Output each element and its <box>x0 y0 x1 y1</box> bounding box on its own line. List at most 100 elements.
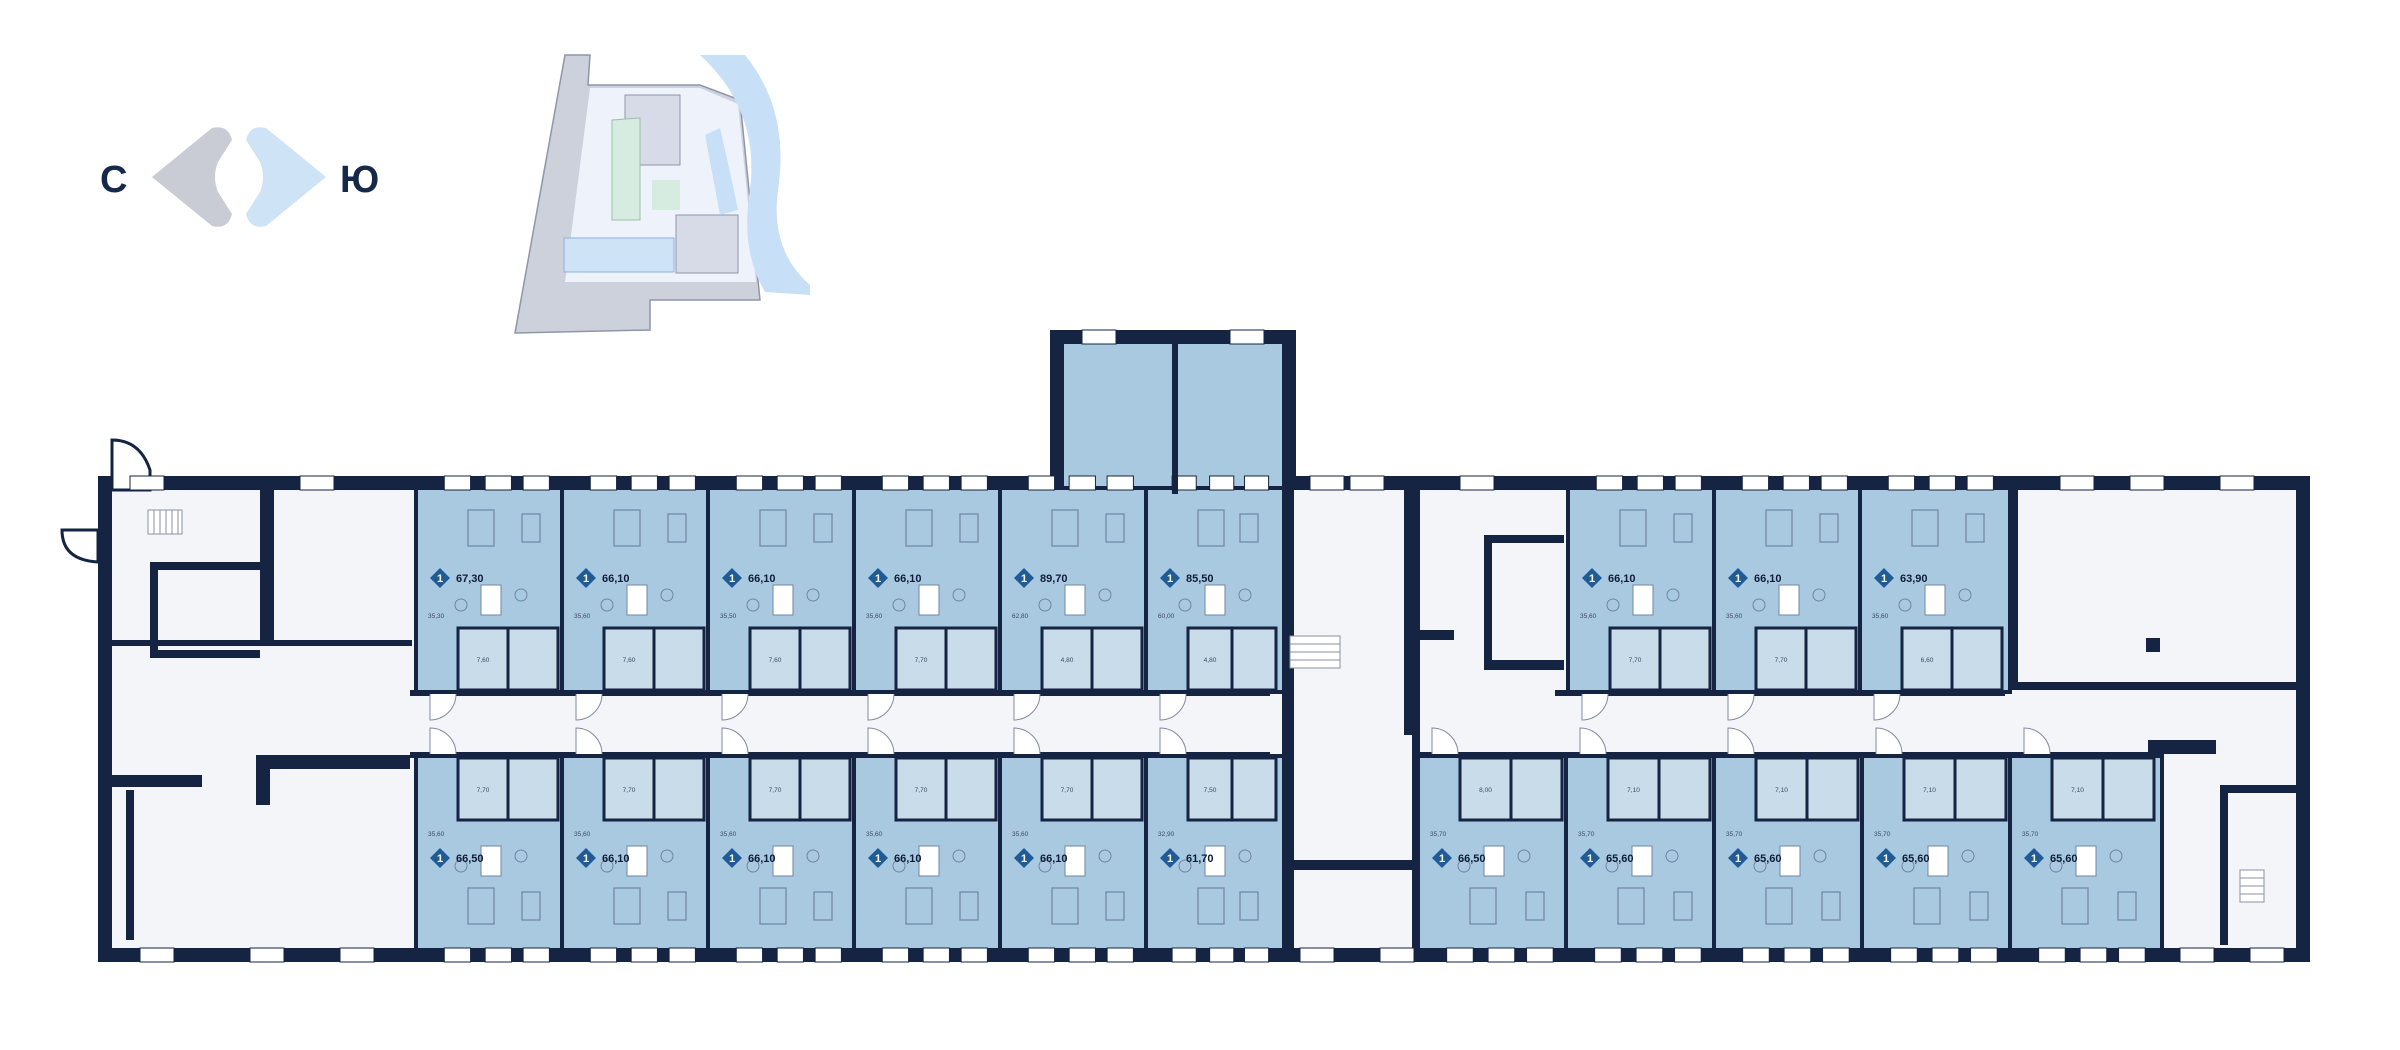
bathroom-area: 7,70 <box>915 787 928 794</box>
rooms-badge-icon <box>1160 848 1180 868</box>
site-pond <box>705 128 738 215</box>
window-icon <box>960 947 988 963</box>
chair-icon <box>892 598 906 612</box>
bed-icon <box>613 509 641 547</box>
window-icon <box>589 475 618 491</box>
rooms-count: 1 <box>1167 573 1173 585</box>
bed-icon <box>1051 509 1079 547</box>
orientation-compass: С Ю <box>100 127 379 227</box>
window-icon <box>881 947 910 963</box>
chair-icon <box>1666 588 1680 602</box>
rooms-count: 1 <box>1735 573 1741 585</box>
chair-icon <box>1813 849 1827 863</box>
bathroom-area: 7,10 <box>1775 787 1788 794</box>
window-icon <box>1229 329 1265 345</box>
table-icon <box>626 845 648 877</box>
table-icon <box>1779 845 1801 877</box>
door-icon <box>1873 693 1901 721</box>
apartment-area: 66,10 <box>1608 573 1636 585</box>
window-icon <box>1209 947 1235 963</box>
chair-icon <box>514 588 528 602</box>
rooms-count: 1 <box>437 853 443 865</box>
apartment-area: 66,10 <box>894 853 922 865</box>
table-icon <box>772 845 794 877</box>
window-icon <box>668 475 696 491</box>
bathroom-area: 7,70 <box>1629 657 1642 664</box>
bed-icon <box>1051 887 1079 925</box>
apartment-area: 66,10 <box>748 853 776 865</box>
window-icon <box>2059 475 2095 491</box>
chair-icon <box>2049 859 2063 873</box>
living-area: 35,60 <box>1012 831 1029 838</box>
window-icon <box>1526 947 1554 963</box>
bed-icon <box>759 509 787 547</box>
apartment-area: 66,10 <box>748 573 776 585</box>
rooms-count: 1 <box>1167 853 1173 865</box>
bed-icon <box>759 887 787 925</box>
window-icon <box>1594 947 1622 963</box>
window-icon <box>735 947 764 963</box>
door-icon <box>1013 693 1041 721</box>
site-building-a <box>675 214 739 274</box>
apartment-area: 65,60 <box>1754 853 1782 865</box>
chair-icon <box>1517 849 1531 863</box>
window-icon <box>1068 947 1096 963</box>
window-icon <box>1309 475 1345 491</box>
rooms-badge-icon <box>1580 848 1600 868</box>
door-icon <box>1013 727 1041 755</box>
living-area: 35,60 <box>1872 613 1889 620</box>
window-icon <box>776 947 804 963</box>
chair-icon <box>746 859 760 873</box>
chair-icon <box>1606 598 1620 612</box>
window-icon <box>1106 475 1134 491</box>
living-area: 35,70 <box>1430 831 1447 838</box>
living-area: 35,60 <box>1580 613 1597 620</box>
bed-icon <box>1913 887 1941 925</box>
living-area: 32,90 <box>1158 831 1175 838</box>
rooms-count: 1 <box>1735 853 1741 865</box>
bed-icon <box>2061 887 2089 925</box>
bathroom-area: 7,70 <box>623 787 636 794</box>
door-icon <box>1875 727 1903 755</box>
stair-center <box>1289 635 1341 669</box>
table-icon <box>1204 845 1226 877</box>
window-icon <box>522 475 550 491</box>
window-icon <box>2219 475 2255 491</box>
wardrobe-icon <box>1239 513 1259 543</box>
north-arrow-icon <box>152 127 232 227</box>
bathroom-area: 7,10 <box>2071 787 2084 794</box>
chair-icon <box>1958 588 1972 602</box>
apartment-area: 67,30 <box>456 573 484 585</box>
apartment-area: 85,50 <box>1186 573 1214 585</box>
window-icon <box>1820 475 1848 491</box>
window-icon <box>1459 475 1495 491</box>
chair-icon <box>1038 859 1052 873</box>
living-area: 35,60 <box>720 831 737 838</box>
table-icon <box>480 584 502 616</box>
wardrobe-icon <box>1673 513 1693 543</box>
window-icon <box>339 947 375 963</box>
bathroom-area: 7,50 <box>1204 787 1217 794</box>
rooms-badge-icon <box>1014 848 1034 868</box>
table-icon <box>1924 584 1946 616</box>
